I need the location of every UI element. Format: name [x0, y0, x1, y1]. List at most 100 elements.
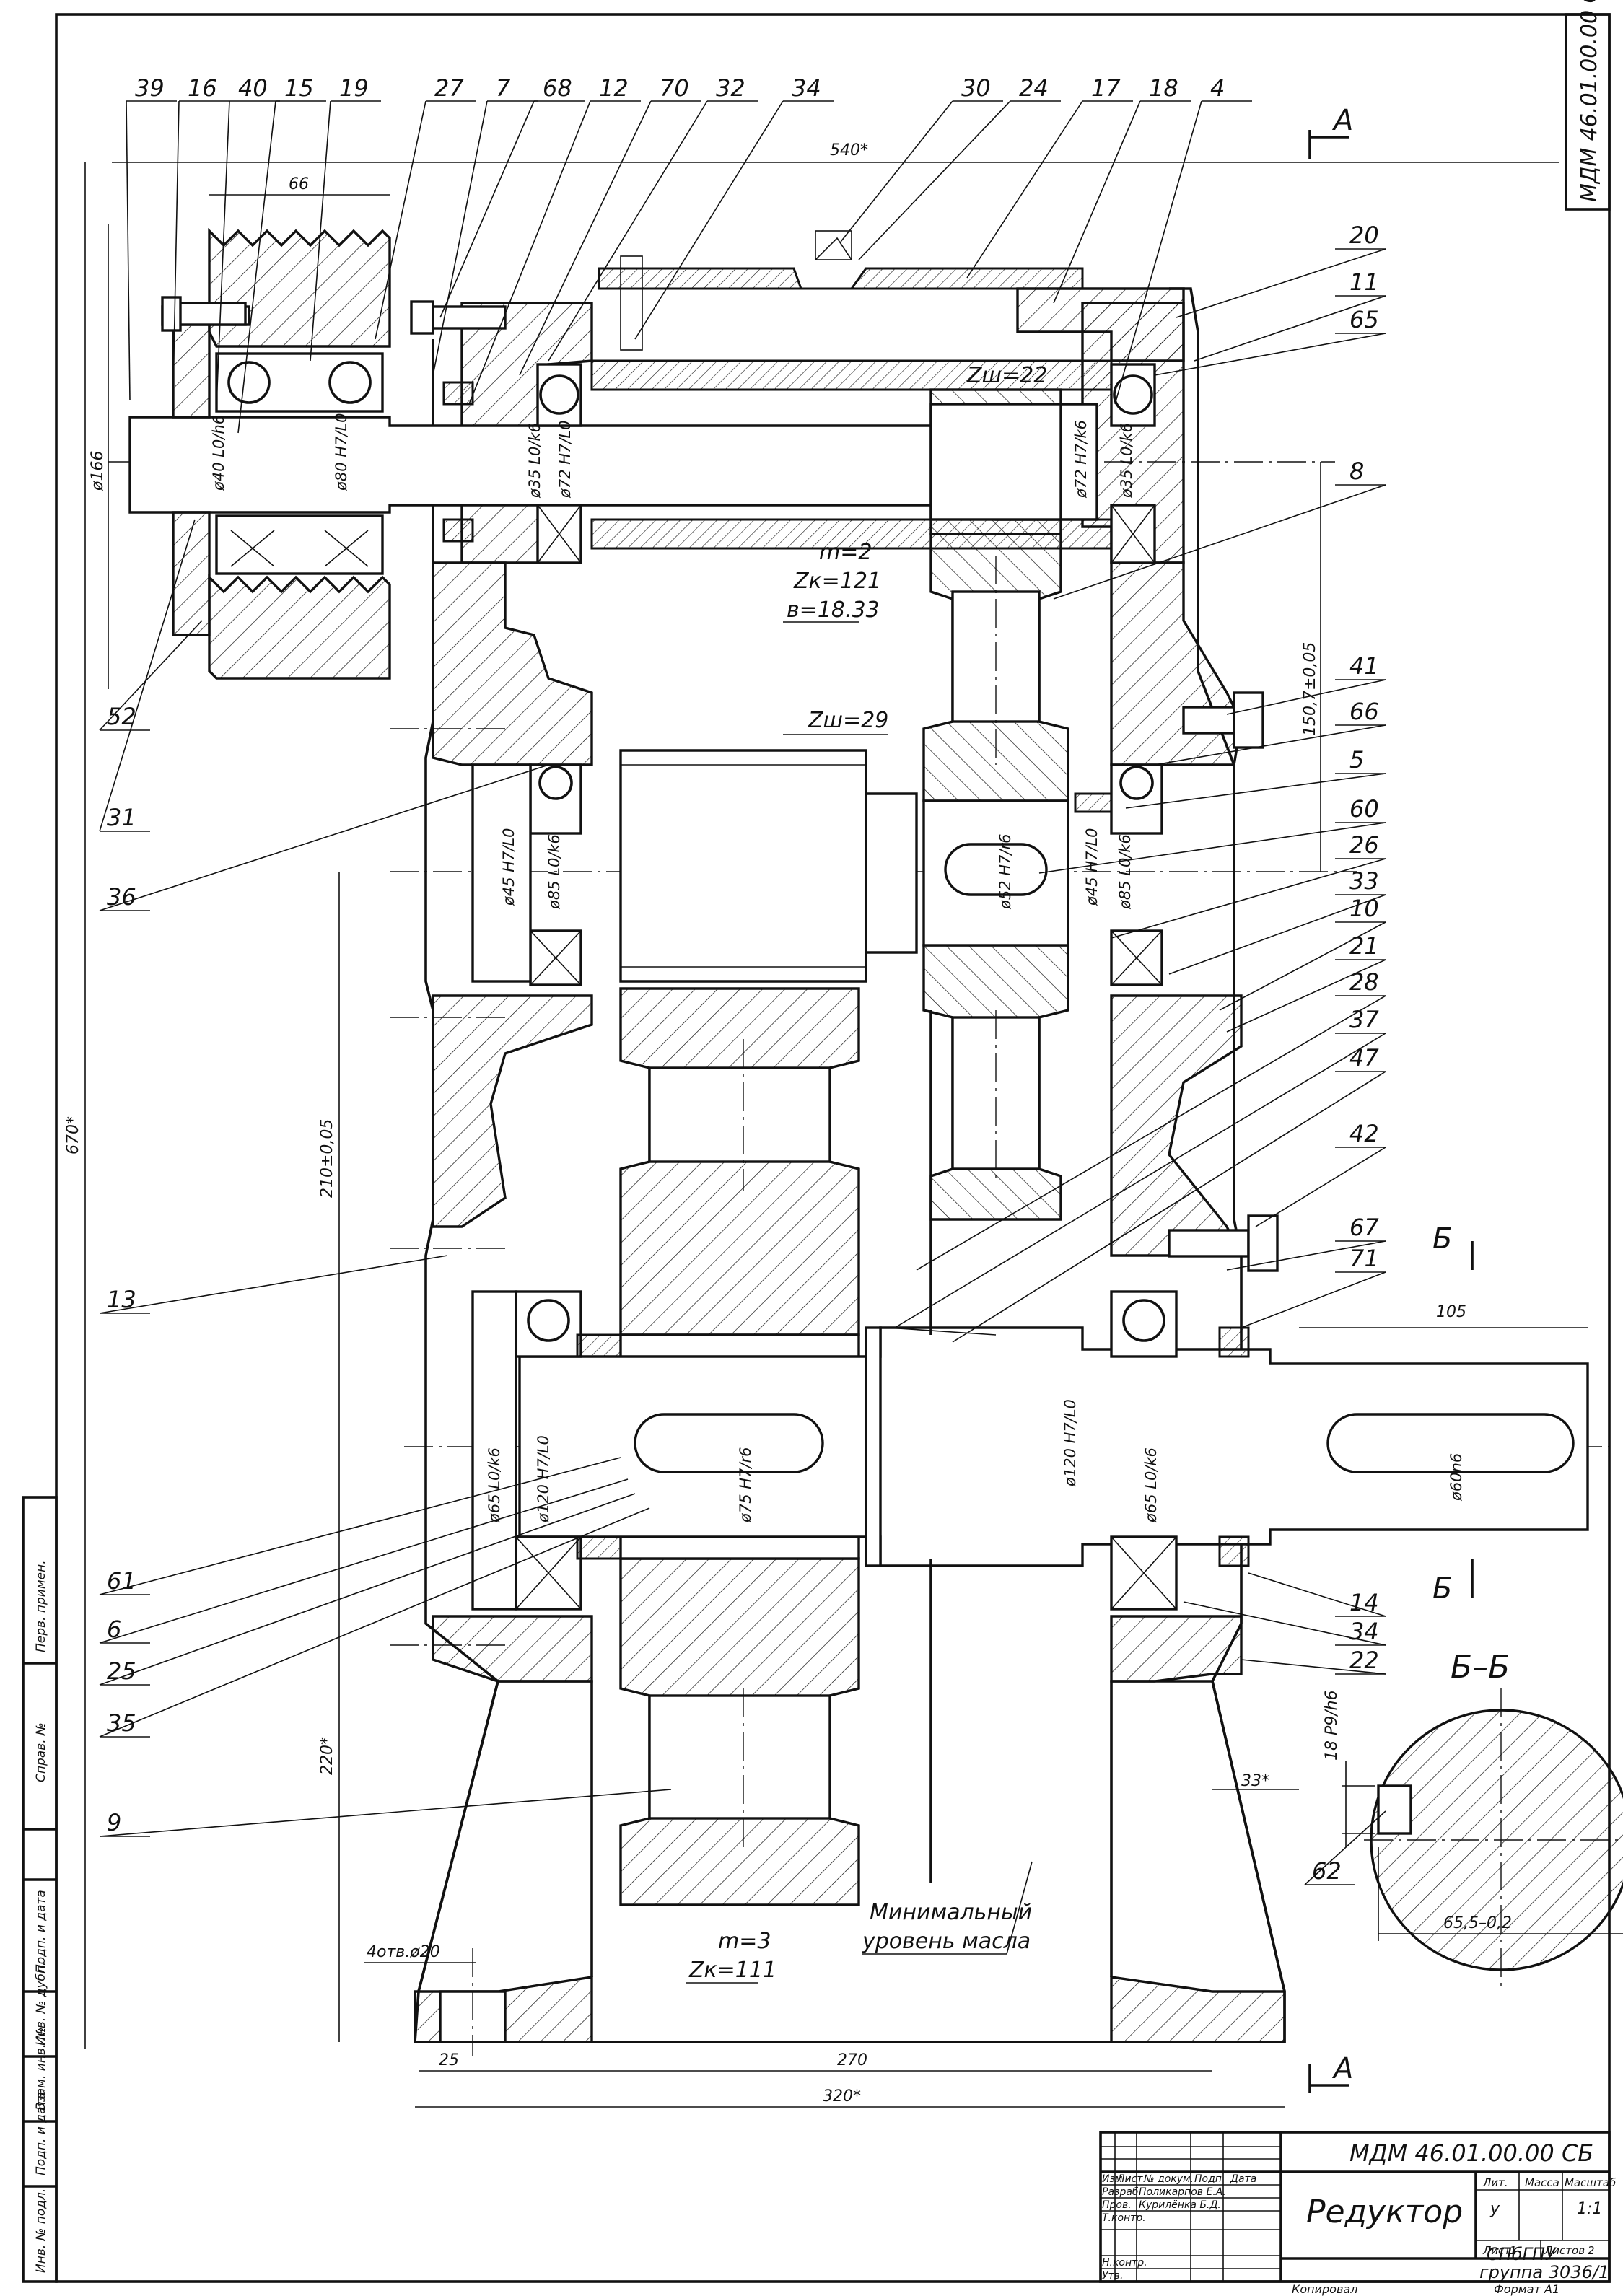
- housing-wall-right-low: [1110, 1615, 1243, 1683]
- part-number-label: 41: [1349, 652, 1379, 680]
- output-bearings: [471, 1290, 1250, 1611]
- svg-text:ø52 H7/r6: ø52 H7/r6: [997, 834, 1014, 910]
- svg-text:Редуктор: Редуктор: [1306, 2194, 1463, 2230]
- housing-wall-right-mid: [1110, 994, 1243, 1257]
- part-callout: 15: [237, 74, 326, 434]
- part-callout: 21: [1226, 932, 1386, 1033]
- svg-text:Zш=29: Zш=29: [808, 708, 888, 733]
- part-callout: 35: [99, 1507, 650, 1738]
- part-callout: 37: [894, 1006, 1386, 1328]
- svg-text:Дата: Дата: [1230, 2173, 1256, 2185]
- intermediate-bearings: [471, 763, 1163, 986]
- part-number-label: 4: [1210, 74, 1225, 102]
- svg-text:уровень масла: уровень масла: [862, 1929, 1031, 1954]
- part-callout: 30: [840, 74, 1003, 242]
- part-callout: 61: [99, 1457, 621, 1595]
- svg-text:1: 1: [1510, 2244, 1517, 2257]
- svg-text:Изм: Изм: [1102, 2173, 1123, 2185]
- svg-text:Zш=22: Zш=22: [966, 363, 1047, 388]
- svg-text:ø65 L0/k6: ø65 L0/k6: [1142, 1447, 1160, 1523]
- svg-text:Лист: Лист: [1116, 2173, 1143, 2185]
- part-callout: 65: [1154, 306, 1386, 376]
- housing-wall-left-mid: [432, 994, 593, 1228]
- svg-text:Б: Б: [1432, 1222, 1452, 1256]
- svg-text:ø35 L0/k6: ø35 L0/k6: [1118, 423, 1135, 499]
- part-callout: 16: [172, 74, 229, 390]
- svg-text:А: А: [1331, 2052, 1353, 2085]
- part-number-label: 21: [1349, 932, 1379, 960]
- part-number-label: 9: [107, 1809, 121, 1836]
- svg-text:m=2: m=2: [819, 540, 872, 565]
- svg-text:Пров.: Пров.: [1102, 2199, 1132, 2211]
- svg-text:Лист: Лист: [1482, 2244, 1511, 2257]
- part-callout: 26: [1111, 831, 1386, 939]
- svg-text:Разраб.: Разраб.: [1102, 2186, 1142, 2198]
- part-callout: 11: [1194, 268, 1386, 362]
- svg-text:Копировал: Копировал: [1292, 2282, 1357, 2296]
- part-callout: 20: [1176, 222, 1386, 318]
- svg-text:Утв.: Утв.: [1102, 2270, 1123, 2282]
- part-number-label: 5: [1349, 746, 1364, 774]
- part-number-label: 8: [1349, 457, 1364, 485]
- part-number-label: 65: [1349, 306, 1379, 333]
- part-number-label: 15: [284, 74, 314, 102]
- part-number-label: 17: [1091, 74, 1121, 102]
- part-callout: 9: [99, 1789, 672, 1837]
- part-number-label: 16: [188, 74, 217, 102]
- part-number-label: 66: [1349, 698, 1379, 725]
- part-callout: 47: [952, 1044, 1386, 1343]
- part-number-label: 67: [1349, 1214, 1379, 1241]
- title-block: МДМ 46.01.00.00 СБ Редуктор Изм Лист № д…: [1099, 2131, 1616, 2296]
- side-fields: Перв. примен. Справ. № Подп. и дата Инв.…: [22, 1496, 58, 2283]
- part-callout: 62: [1304, 1810, 1386, 1885]
- svg-text:Б–Б: Б–Б: [1451, 1649, 1510, 1686]
- part-callout: 40: [216, 74, 280, 405]
- part-callout: 33: [1168, 867, 1386, 975]
- svg-text:Поликарпов Е.А.: Поликарпов Е.А.: [1139, 2186, 1226, 2198]
- bolt-top-left: [161, 296, 507, 335]
- part-number-label: 37: [1349, 1006, 1379, 1033]
- svg-text:Подп: Подп: [1194, 2173, 1222, 2185]
- svg-text:у: у: [1489, 2200, 1500, 2218]
- part-callout: 39: [126, 74, 177, 401]
- part-number-label: 61: [107, 1567, 136, 1595]
- svg-text:ø120 H7/L0: ø120 H7/L0: [1062, 1399, 1079, 1487]
- svg-text:150,7±0,05: 150,7±0,05: [1301, 642, 1319, 736]
- svg-text:220*: 220*: [318, 1737, 336, 1775]
- part-number-label: 40: [238, 74, 268, 102]
- svg-text:Курилёнка Б.Д.: Курилёнка Б.Д.: [1139, 2199, 1221, 2211]
- part-number-label: 36: [107, 883, 136, 911]
- part-callout: 32: [548, 74, 758, 362]
- part-callout: 66: [1154, 698, 1386, 766]
- intermediate-shaft-gear-zsh29: [619, 749, 867, 983]
- side-field-label: Перв. примен.: [34, 1560, 48, 1652]
- part-number-label: 27: [434, 74, 464, 102]
- part-callout: 14: [1248, 1572, 1386, 1617]
- part-number-label: 68: [543, 74, 572, 102]
- svg-text:МДМ 46.01.00.00 СБ: МДМ 46.01.00.00 СБ: [1349, 2139, 1593, 2167]
- svg-text:№ докум.: № докум.: [1143, 2173, 1194, 2185]
- part-callout: 7: [432, 74, 538, 376]
- svg-text:ø85 L0/k6: ø85 L0/k6: [546, 834, 563, 910]
- part-callout: 8: [1053, 457, 1386, 600]
- svg-text:Т.контр.: Т.контр.: [1102, 2212, 1146, 2224]
- svg-text:18 P9/h6: 18 P9/h6: [1323, 1690, 1341, 1761]
- svg-text:670*: 670*: [64, 1116, 82, 1154]
- svg-text:в=18.33: в=18.33: [787, 597, 880, 623]
- svg-text:Минимальный: Минимальный: [870, 1900, 1032, 1925]
- part-callout: 42: [1255, 1120, 1386, 1227]
- svg-text:Б: Б: [1432, 1572, 1452, 1605]
- part-number-label: 26: [1349, 831, 1379, 859]
- part-number-label: 19: [339, 74, 369, 102]
- svg-text:ø72 H7/k6: ø72 H7/k6: [1072, 420, 1090, 499]
- svg-text:Листов: Листов: [1544, 2244, 1585, 2257]
- part-callout: 71: [1241, 1245, 1386, 1328]
- part-number-label: 31: [107, 804, 136, 831]
- svg-text:66: 66: [289, 175, 309, 193]
- part-number-label: 6: [107, 1616, 121, 1643]
- housing-wall-left-low: [432, 1615, 593, 1683]
- part-callout: 34: [634, 74, 834, 340]
